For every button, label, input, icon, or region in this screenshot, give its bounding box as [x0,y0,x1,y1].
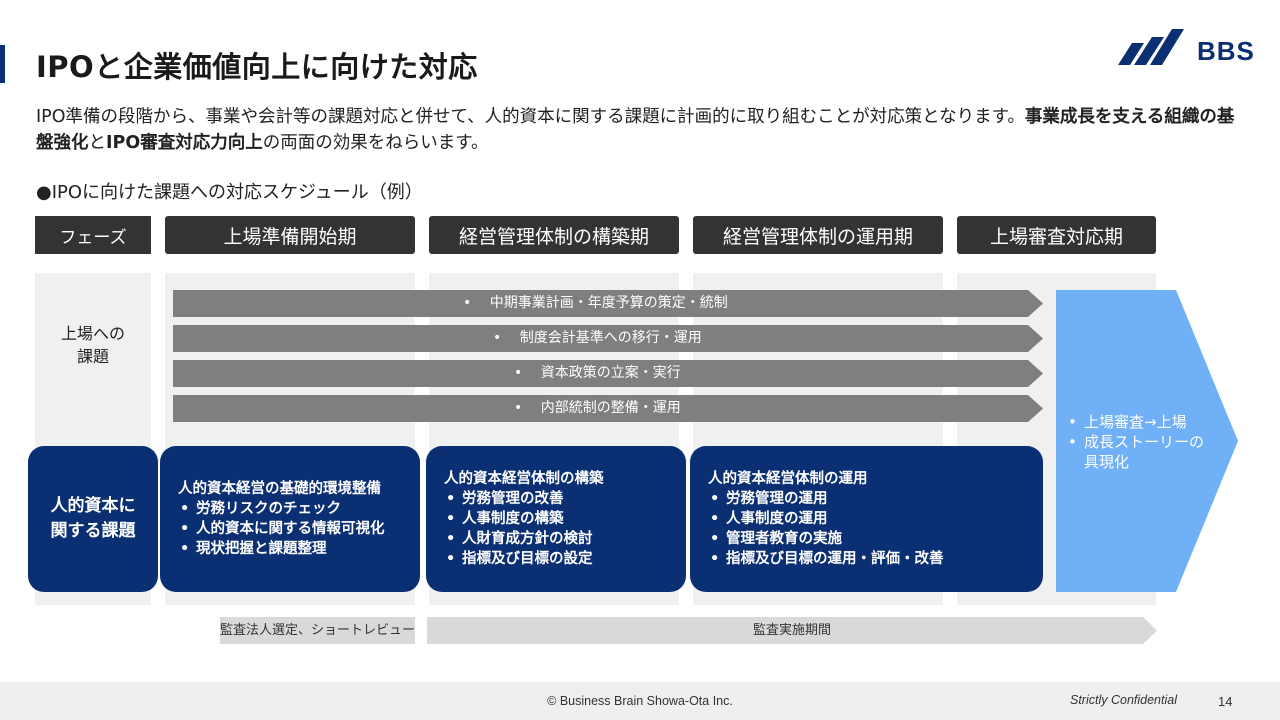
audit-period-text: 監査実施期間 [752,623,831,638]
human-capital-box-1-item: 現状把握と課題整理 [178,539,420,559]
schedule-heading: ●IPOに向けた課題への対応スケジュール（例） [36,182,423,203]
human-capital-box-3: 人的資本経営体制の運用 労務管理の運用 人事制度の運用 管理者教育の実施 指標及… [690,446,1043,592]
task-arrow-1: • 中期事業計画・年度予算の策定・統制 [173,290,1043,317]
human-capital-box-1: 人的資本経営の基礎的環境整備 労務リスクのチェック 人的資本に関する情報可視化 … [160,446,420,592]
footer-confidential: Strictly Confidential [1070,693,1177,707]
human-capital-box-2-item: 人財育成方針の検討 [444,529,686,549]
human-capital-label: 人的資本に 関する課題 [28,446,158,592]
listing-review-item-1: 上場審査→上場 [1066,412,1206,432]
logo-text: BBS [1197,36,1255,66]
listing-review-list: 上場審査→上場 成長ストーリーの 具現化 [1066,412,1206,472]
phase-3: 経営管理体制の運用期 [693,216,943,254]
human-capital-box-2-item: 労務管理の改善 [444,489,686,509]
intro-paragraph: IPO準備の段階から、事業や会計等の課題対応と併せて、人的資本に関する課題に計画… [36,104,1246,156]
human-capital-label-line2: 関する課題 [50,521,136,541]
human-capital-box-3-item: 労務管理の運用 [708,489,1043,509]
phase-2: 経営管理体制の構築期 [429,216,679,254]
human-capital-box-2-item: 人事制度の構築 [444,509,686,529]
human-capital-box-3-item: 管理者教育の実施 [708,529,1043,549]
human-capital-box-2-head: 人的資本経営体制の構築 [444,471,604,487]
page-title: IPOと企業価値向上に向けた対応 [36,50,478,84]
intro-bold-1: 事業成長を支える組織の基盤強化 [36,107,1235,153]
human-capital-box-3-head: 人的資本経営体制の運用 [708,471,868,487]
intro-bold-2: IPO審査対応力向上 [106,133,263,153]
audit-period-arrow [427,617,1157,644]
footer-copyright: © Business Brain Showa-Ota Inc. [547,694,733,708]
human-capital-box-3-item: 人事制度の運用 [708,509,1043,529]
human-capital-box-1-head: 人的資本経営の基礎的環境整備 [178,481,381,497]
listing-review-item-2: 成長ストーリーの [1066,432,1206,452]
intro-text-3: の両面の効果をねらいます。 [262,133,489,153]
human-capital-box-3-item: 指標及び目標の運用・評価・改善 [708,549,1043,569]
task-text-4: • 内部統制の整備・運用 [514,400,681,416]
footer-bar [0,682,1280,720]
listing-review-item-2-cont: 具現化 [1084,453,1130,471]
intro-text-2: と [88,133,107,153]
bbs-logo-mark-icon [1118,29,1184,65]
listing-issues-label: 上場への 課題 [35,322,151,368]
phase-4: 上場審査対応期 [957,216,1156,254]
human-capital-box-1-item: 人的資本に関する情報可視化 [178,519,420,539]
phase-1: 上場準備開始期 [165,216,415,254]
task-arrow-3: • 資本政策の立案・実行 [173,360,1043,387]
human-capital-box-1-item: 労務リスクのチェック [178,499,420,519]
intro-text-1: IPO準備の段階から、事業や会計等の課題対応と併せて、人的資本に関する課題に計画… [36,107,1025,127]
listing-issues-label-line2: 課題 [76,347,109,366]
task-text-3: • 資本政策の立案・実行 [514,365,681,381]
title-accent-bar [0,45,5,83]
human-capital-box-2: 人的資本経営体制の構築 労務管理の改善 人事制度の構築 人財育成方針の検討 指標… [426,446,686,592]
listing-issues-label-line1: 上場への [60,324,125,343]
task-arrow-2: • 制度会計基準への移行・運用 [173,325,1043,352]
audit-selection-bar: 監査法人選定、ショートレビュー [220,617,415,644]
task-arrow-4: • 内部統制の整備・運用 [173,395,1043,422]
task-text-1: • 中期事業計画・年度予算の策定・統制 [463,295,728,311]
page-number: 14 [1218,694,1233,709]
human-capital-label-line1: 人的資本に [50,496,136,516]
task-text-2: • 制度会計基準への移行・運用 [493,330,702,346]
phase-label: フェーズ [35,216,151,254]
human-capital-box-2-item: 指標及び目標の設定 [444,549,686,569]
